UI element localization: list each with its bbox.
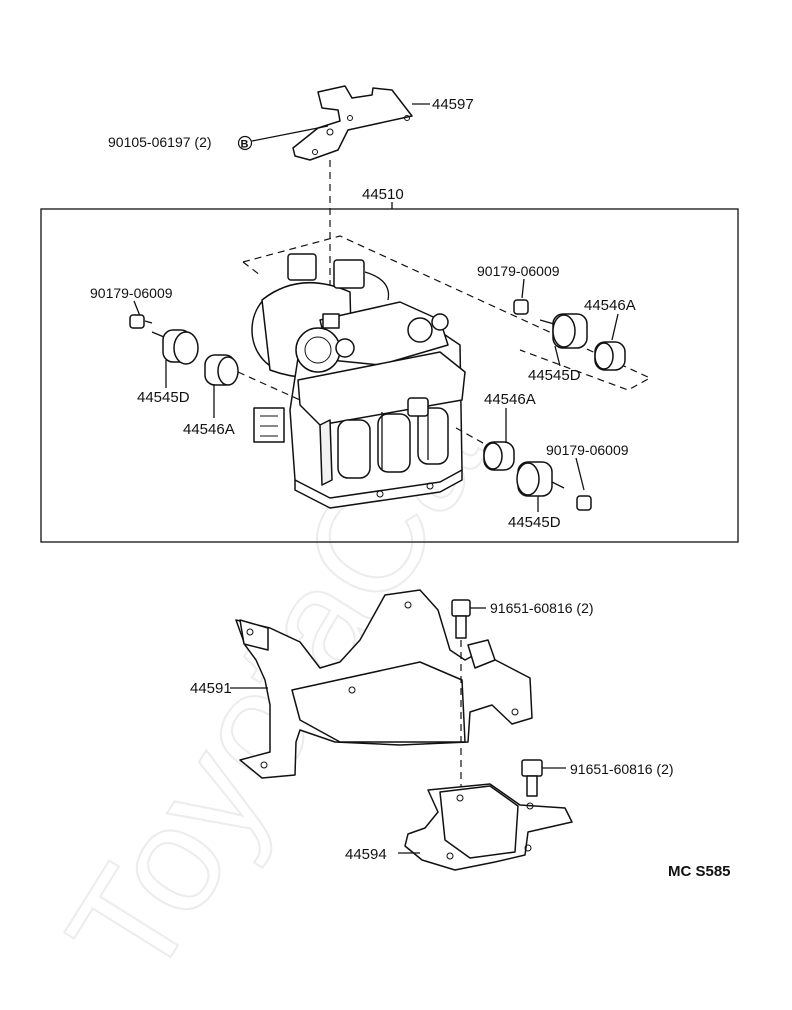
cushion-44546a-lower-right — [483, 441, 515, 471]
label-44545d-upper-right: 44545D — [528, 367, 581, 384]
label-91651-mid: 91651-60816 (2) — [490, 600, 594, 616]
label-44594: 44594 — [345, 846, 387, 863]
leader-bolt-top — [251, 125, 329, 142]
label-90179-upper-right: 90179-06009 — [477, 263, 560, 279]
label-44510: 44510 — [362, 186, 404, 203]
circle-b-marker: B — [237, 135, 253, 151]
cushion-44546a-left — [204, 354, 239, 386]
cushion-44545d-upper-right — [539, 313, 588, 349]
bracket-44591 — [235, 589, 533, 779]
svg-text:B: B — [241, 139, 249, 151]
label-44545d-lower-right: 44545D — [508, 514, 561, 531]
label-44546a-left: 44546A — [183, 421, 235, 438]
cushion-44545d-lower-right — [516, 461, 565, 497]
label-90179-lower-right: 90179-06009 — [546, 442, 629, 458]
cushion-44545d-left — [151, 329, 199, 365]
top-bracket-44597 — [292, 85, 430, 161]
screw-upper-right — [513, 299, 529, 315]
bolt-91651-low — [521, 759, 543, 797]
label-44546a-lower-right: 44546A — [484, 391, 536, 408]
mount-plane-outline — [242, 235, 652, 391]
abs-actuator — [251, 253, 466, 509]
label-44591: 44591 — [190, 680, 232, 697]
label-44597: 44597 — [432, 96, 474, 113]
cushion-44546a-upper-right — [594, 341, 626, 371]
screw-lower-right — [576, 495, 592, 511]
label-44546a-upper-right: 44546A — [584, 297, 636, 314]
label-44545d-left: 44545D — [137, 389, 190, 406]
bolt-91651-mid — [451, 599, 471, 639]
diagram-code: MC S585 — [668, 863, 731, 880]
assembly-frame — [40, 208, 739, 543]
screw-left — [129, 314, 153, 329]
label-90105-06197: 90105-06197 (2) — [108, 134, 212, 150]
label-90179-left: 90179-06009 — [90, 285, 173, 301]
label-91651-low: 91651-60816 (2) — [570, 761, 674, 777]
bracket-44594 — [404, 783, 573, 871]
